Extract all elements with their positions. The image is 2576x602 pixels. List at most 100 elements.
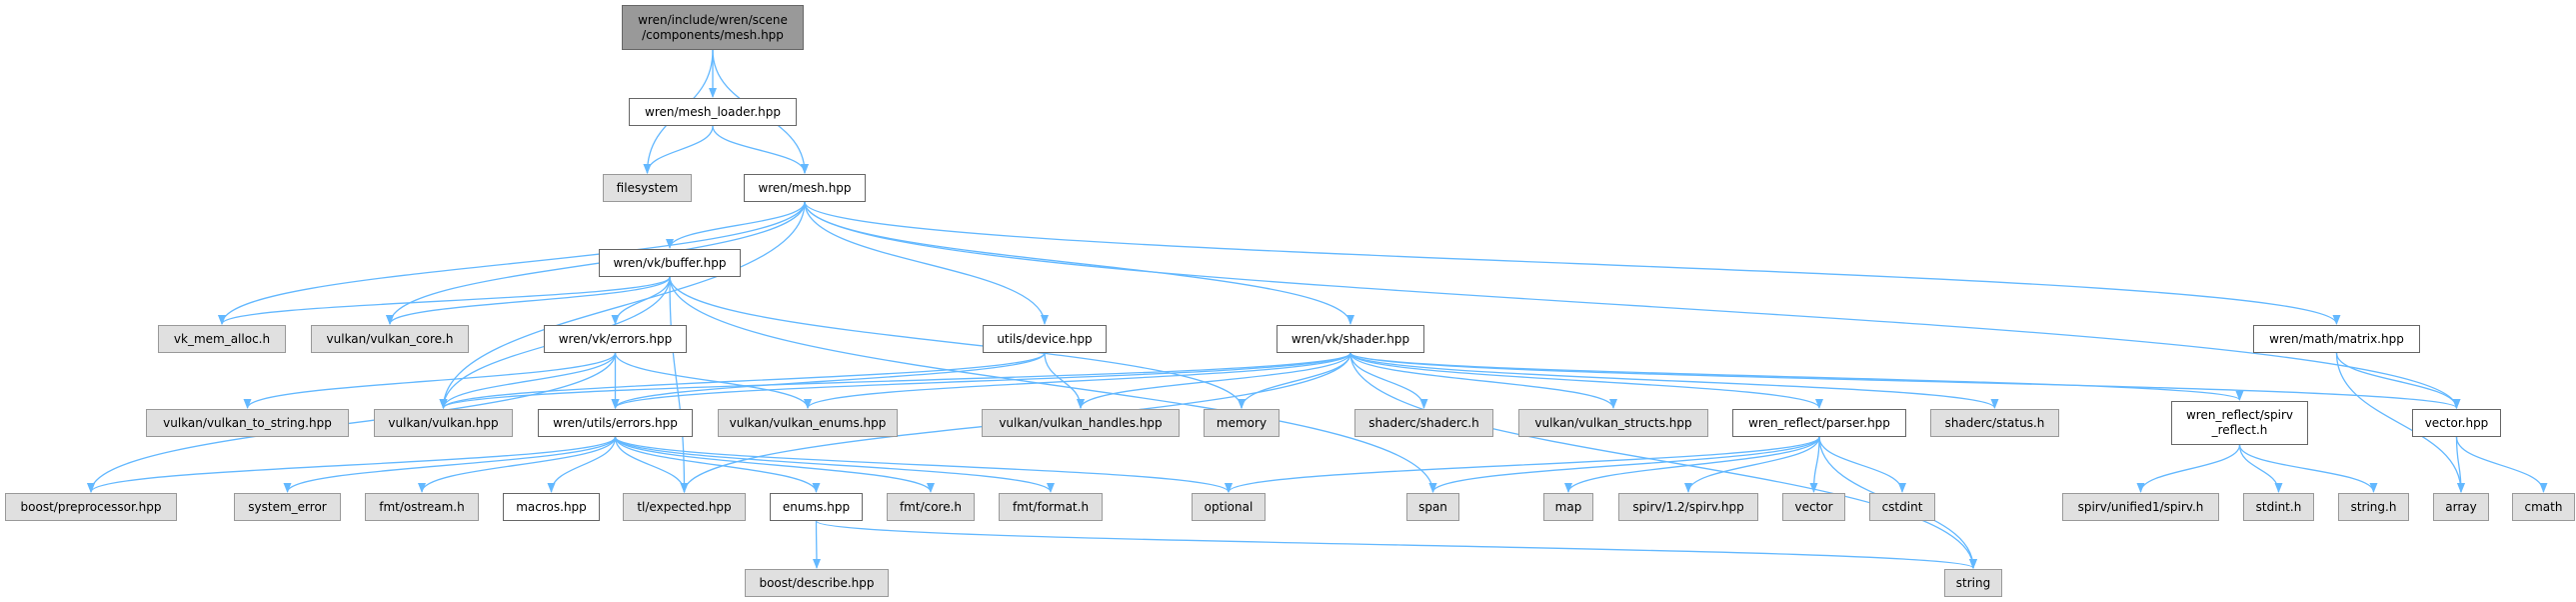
node-vk-mem-alloc: vk_mem_alloc.h	[158, 325, 286, 353]
edge-buffer-to-vk_mem_alloc	[218, 276, 671, 325]
edge-vector_hpp-to-array	[2455, 436, 2465, 493]
node-vulkan-structs: vulkan/vulkan_structs.hpp	[1518, 409, 1708, 437]
node-array: array	[2433, 493, 2489, 521]
edge-shader-to-vulkan_hpp	[439, 352, 1351, 409]
node-parser[interactable]: wren_reflect/parser.hpp	[1732, 409, 1906, 437]
node-shader[interactable]: wren/vk/shader.hpp	[1277, 325, 1424, 353]
edge-buffer-to-vulkan_core	[386, 276, 671, 325]
edge-utils_device-to-vulkan_hpp	[439, 352, 1046, 409]
edge-vk_errors-to-vulkan_enums	[614, 352, 812, 409]
edge-utils_errors-to-boost_pp	[87, 436, 617, 493]
edge-mesh-to-matrix	[804, 201, 2341, 325]
node-shaderc-status: shaderc/status.h	[1930, 409, 2059, 437]
edge-spirv_reflect-to-spirv_unified	[2136, 444, 2241, 493]
edge-mesh-to-vulkan_core	[386, 201, 806, 325]
node-macros[interactable]: macros.hpp	[503, 493, 600, 521]
node-tl-expected: tl/expected.hpp	[623, 493, 746, 521]
node-mesh-loader[interactable]: wren/mesh_loader.hpp	[629, 98, 797, 126]
node-string: string	[1944, 569, 2002, 597]
edge-shader-to-vulkan_handles	[1077, 352, 1351, 409]
edge-shader-to-string	[1349, 352, 1977, 569]
edge-matrix-to-vector_hpp	[2335, 352, 2461, 409]
node-utils-device[interactable]: utils/device.hpp	[983, 325, 1107, 353]
edge-mesh-to-utils_device	[804, 201, 1049, 325]
node-fmt-core: fmt/core.h	[887, 493, 975, 521]
node-root: wren/include/wren/scene /components/mesh…	[622, 5, 804, 50]
edge-utils_device-to-utils_errors	[611, 352, 1046, 409]
edge-parser-to-span	[1428, 436, 1820, 493]
node-boost-pp: boost/preprocessor.hpp	[5, 493, 177, 521]
edge-mesh_loader-to-mesh	[712, 125, 809, 174]
node-span: span	[1406, 493, 1459, 521]
node-shaderc-h: shaderc/shaderc.h	[1354, 409, 1493, 437]
edge-mesh_loader-to-filesystem	[643, 125, 714, 174]
edge-mesh-to-vk_mem_alloc	[218, 201, 806, 325]
edge-shader-to-vector_hpp	[1349, 352, 2461, 409]
edge-vk_errors-to-vulkan_to_string	[243, 352, 617, 409]
node-vulkan-to-string: vulkan/vulkan_to_string.hpp	[146, 409, 349, 437]
node-boost-describe: boost/describe.hpp	[745, 569, 889, 597]
edge-buffer-to-vk_errors	[611, 276, 671, 325]
node-vulkan-core: vulkan/vulkan_core.h	[311, 325, 469, 353]
edge-buffer-to-span	[669, 276, 1437, 493]
edge-shader-to-shaderc_h	[1349, 352, 1428, 409]
node-fmt-format: fmt/format.h	[999, 493, 1103, 521]
edge-spirv_reflect-to-string_h	[2238, 444, 2378, 493]
edge-parser-to-cstdint	[1818, 436, 1906, 493]
edge-vk_errors-to-vulkan_hpp	[439, 352, 617, 409]
edge-vk_errors-to-boost_pp	[87, 352, 617, 493]
edge-utils_errors-to-system_error	[283, 436, 617, 493]
edge-parser-to-map	[1564, 436, 1820, 493]
node-string-h: string.h	[2338, 493, 2409, 521]
edge-shader-to-shaderc_status	[1349, 352, 1999, 409]
node-map: map	[1543, 493, 1593, 521]
node-spirv12: spirv/1.2/spirv.hpp	[1618, 493, 1758, 521]
node-vector-hpp[interactable]: vector.hpp	[2412, 409, 2501, 437]
node-spirv-unified: spirv/unified1/spirv.h	[2062, 493, 2219, 521]
node-matrix[interactable]: wren/math/matrix.hpp	[2253, 325, 2420, 353]
node-vk-errors[interactable]: wren/vk/errors.hpp	[544, 325, 687, 353]
edge-utils_errors-to-fmt_core	[614, 436, 935, 493]
edge-shader-to-vulkan_structs	[1349, 352, 1617, 409]
edge-shader-to-utils_errors	[611, 352, 1351, 409]
edge-buffer-to-memory	[669, 276, 1246, 409]
edge-utils_errors-to-macros	[547, 436, 617, 493]
node-cstdint: cstdint	[1869, 493, 1935, 521]
edge-utils_errors-to-enums	[614, 436, 821, 493]
edge-utils_errors-to-fmt_format	[614, 436, 1055, 493]
node-utils-errors[interactable]: wren/utils/errors.hpp	[538, 409, 693, 437]
node-memory: memory	[1204, 409, 1280, 437]
node-optional: optional	[1192, 493, 1266, 521]
edge-utils_errors-to-tl_expected	[614, 436, 689, 493]
node-spirv-reflect[interactable]: wren_reflect/spirv _reflect.h	[2171, 401, 2308, 445]
node-vulkan-hpp: vulkan/vulkan.hpp	[374, 409, 513, 437]
edge-matrix-to-array	[2335, 352, 2465, 493]
edge-utils_errors-to-optional	[614, 436, 1233, 493]
edge-mesh-to-vector_hpp	[804, 201, 2461, 409]
edge-spirv_reflect-to-stdint_h	[2238, 444, 2283, 493]
edge-parser-to-optional	[1225, 436, 1820, 493]
edge-enums-to-string	[815, 520, 1977, 569]
edge-mesh-to-buffer	[666, 201, 806, 249]
node-vulkan-enums: vulkan/vulkan_enums.hpp	[718, 409, 898, 437]
node-vulkan-handles: vulkan/vulkan_handles.hpp	[982, 409, 1180, 437]
node-fmt-ostream: fmt/ostream.h	[365, 493, 479, 521]
edge-mesh-to-shader	[804, 201, 1354, 325]
edge-parser-to-spirv12	[1684, 436, 1820, 493]
edge-utils_errors-to-fmt_ostream	[418, 436, 617, 493]
node-vector: vector	[1782, 493, 1845, 521]
node-mesh[interactable]: wren/mesh.hpp	[744, 174, 866, 202]
edge-enums-to-boost_describe	[812, 520, 821, 569]
node-buffer[interactable]: wren/vk/buffer.hpp	[599, 249, 741, 277]
node-system-error: system_error	[234, 493, 341, 521]
edge-shader-to-spirv_reflect	[1349, 352, 2244, 401]
node-stdint-h: stdint.h	[2243, 493, 2314, 521]
edge-shader-to-parser	[1349, 352, 1823, 409]
edge-mesh-to-vulkan_hpp	[439, 201, 806, 409]
edge-shader-to-vulkan_enums	[804, 352, 1351, 409]
node-enums[interactable]: enums.hpp	[770, 493, 863, 521]
node-cmath: cmath	[2512, 493, 2575, 521]
edge-vector_hpp-to-cmath	[2455, 436, 2548, 493]
